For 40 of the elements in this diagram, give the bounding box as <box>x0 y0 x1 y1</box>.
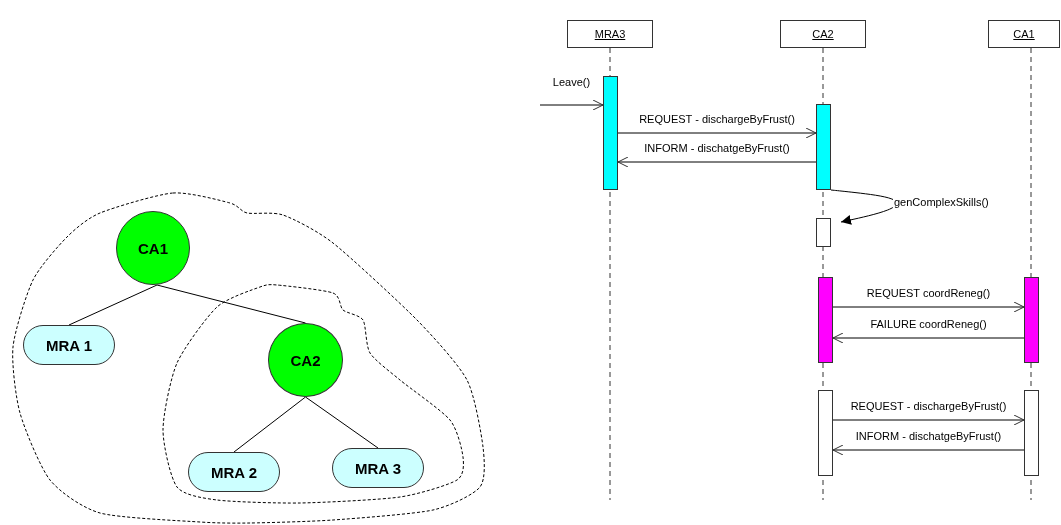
activation-bar <box>818 277 833 363</box>
message-label: Leave() <box>551 76 592 88</box>
message-arrow <box>832 444 1025 456</box>
message-arrow <box>539 99 604 111</box>
node-label: CA2 <box>812 28 834 40</box>
message-label: genComplexSkills() <box>893 196 990 208</box>
activation-bar <box>816 104 831 190</box>
message-arrow <box>617 127 817 139</box>
message-label: FAILURE coordReneg() <box>869 318 988 330</box>
message-label: INFORM - dischatgeByFrust() <box>643 142 791 154</box>
node-label: CA2 <box>290 351 321 369</box>
node-label: MRA 2 <box>210 463 258 481</box>
lifeline-header <box>567 20 653 48</box>
agent-node <box>188 452 280 492</box>
connector-line <box>156 284 306 324</box>
activation-bar <box>603 76 618 190</box>
connector-line <box>305 396 379 449</box>
node-label: CA1 <box>1013 28 1035 40</box>
activation-bar <box>816 218 831 247</box>
connector-line <box>68 284 158 326</box>
message-arrow <box>832 332 1025 344</box>
node-label: CA1 <box>138 239 168 257</box>
lifeline-header <box>780 20 866 48</box>
lifeline-header <box>988 20 1060 48</box>
message-label: REQUEST coordReneg() <box>865 287 992 299</box>
message-label: REQUEST - dischargeByFrust() <box>638 113 796 125</box>
activation-bar <box>818 390 833 476</box>
agent-node <box>332 448 424 488</box>
activation-bar <box>1024 277 1039 363</box>
node-label: MRA 1 <box>45 336 93 354</box>
activation-bar <box>1024 390 1039 476</box>
message-label: REQUEST - dischargeByFrust() <box>849 400 1008 412</box>
message-arrow <box>832 414 1025 426</box>
message-arrow <box>832 301 1025 313</box>
connector-line <box>233 396 306 453</box>
message-label: INFORM - dischatgeByFrust() <box>854 430 1003 442</box>
node-label: MRA 3 <box>354 459 402 477</box>
node-label: MRA3 <box>594 28 626 40</box>
agent-node <box>23 325 115 365</box>
message-arrow <box>617 156 817 168</box>
